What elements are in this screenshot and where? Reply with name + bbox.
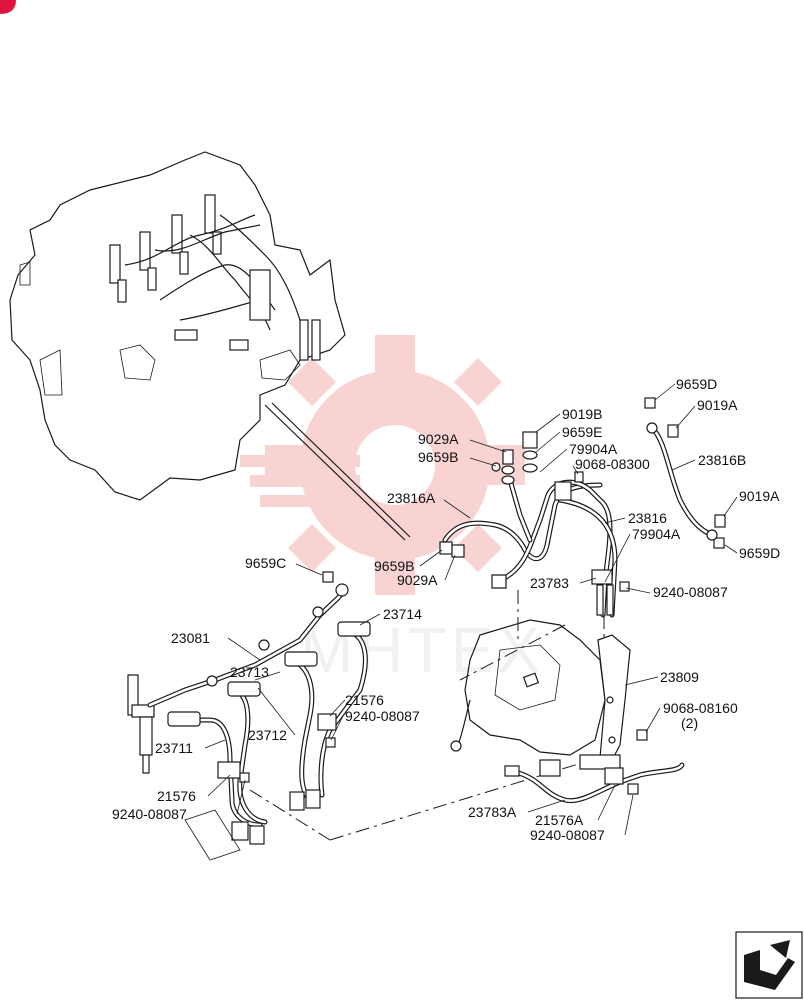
return-arrow-icon[interactable] xyxy=(735,931,803,999)
label-23713: 23713 xyxy=(230,664,269,680)
label-9659B-top: 9659B xyxy=(418,449,458,465)
injection-pump xyxy=(450,619,685,804)
label-9068-qty: (2) xyxy=(681,715,698,731)
label-9240-08087-c: 9240-08087 xyxy=(112,806,187,822)
label-23783: 23783 xyxy=(530,575,569,591)
label-79904A-mid: 79904A xyxy=(632,526,681,542)
watermark: MHTEX xyxy=(240,335,544,686)
label-23081: 23081 xyxy=(171,630,210,646)
label-79904A-top: 79904A xyxy=(569,441,618,457)
leader-dashes xyxy=(249,590,605,841)
label-9240-08087-d: 9240-08087 xyxy=(530,827,605,843)
injector-row xyxy=(109,194,222,303)
label-9240-08087-a: 9240-08087 xyxy=(653,584,728,600)
label-23712: 23712 xyxy=(248,727,287,743)
label-23714: 23714 xyxy=(383,606,422,622)
label-9019B: 9019B xyxy=(562,406,602,422)
label-23783A: 23783A xyxy=(468,804,517,820)
return-line-group xyxy=(439,397,726,618)
label-23816B: 23816B xyxy=(698,452,746,468)
label-9659E: 9659E xyxy=(562,424,602,440)
watermark-text: MHTEX xyxy=(300,614,544,686)
engine-assembly xyxy=(9,151,411,541)
label-9068-08300: 9068-08300 xyxy=(575,456,650,472)
label-21576A: 21576A xyxy=(535,812,584,828)
leader-lines xyxy=(204,383,738,836)
label-21576: 21576 xyxy=(345,692,384,708)
label-9029A-mid: 9029A xyxy=(397,572,438,588)
label-9068-08160: 9068-08160 xyxy=(663,700,738,716)
injection-lines-lower xyxy=(127,571,371,861)
label-9659C: 9659C xyxy=(245,555,286,571)
label-23809: 23809 xyxy=(660,669,699,685)
label-9240-08087-b: 9240-08087 xyxy=(345,708,420,724)
label-9029A-top: 9029A xyxy=(418,431,459,447)
label-9019A-right: 9019A xyxy=(739,488,780,504)
label-21576-b: 21576 xyxy=(157,788,196,804)
label-23816A: 23816A xyxy=(387,490,436,506)
label-9659D-right: 9659D xyxy=(739,545,780,561)
corner-marker xyxy=(0,0,16,14)
label-23816: 23816 xyxy=(628,510,667,526)
label-9659B-mid: 9659B xyxy=(374,558,414,574)
banjo-bolt-9019B xyxy=(522,431,538,449)
clamp-21576A xyxy=(539,759,561,777)
label-9019A-top: 9019A xyxy=(697,397,738,413)
part-labels: 9659D 9019A 9019B 9029A 9659E 79904A 965… xyxy=(112,376,780,843)
label-9659D-top: 9659D xyxy=(676,376,717,392)
label-23711: 23711 xyxy=(155,740,193,756)
